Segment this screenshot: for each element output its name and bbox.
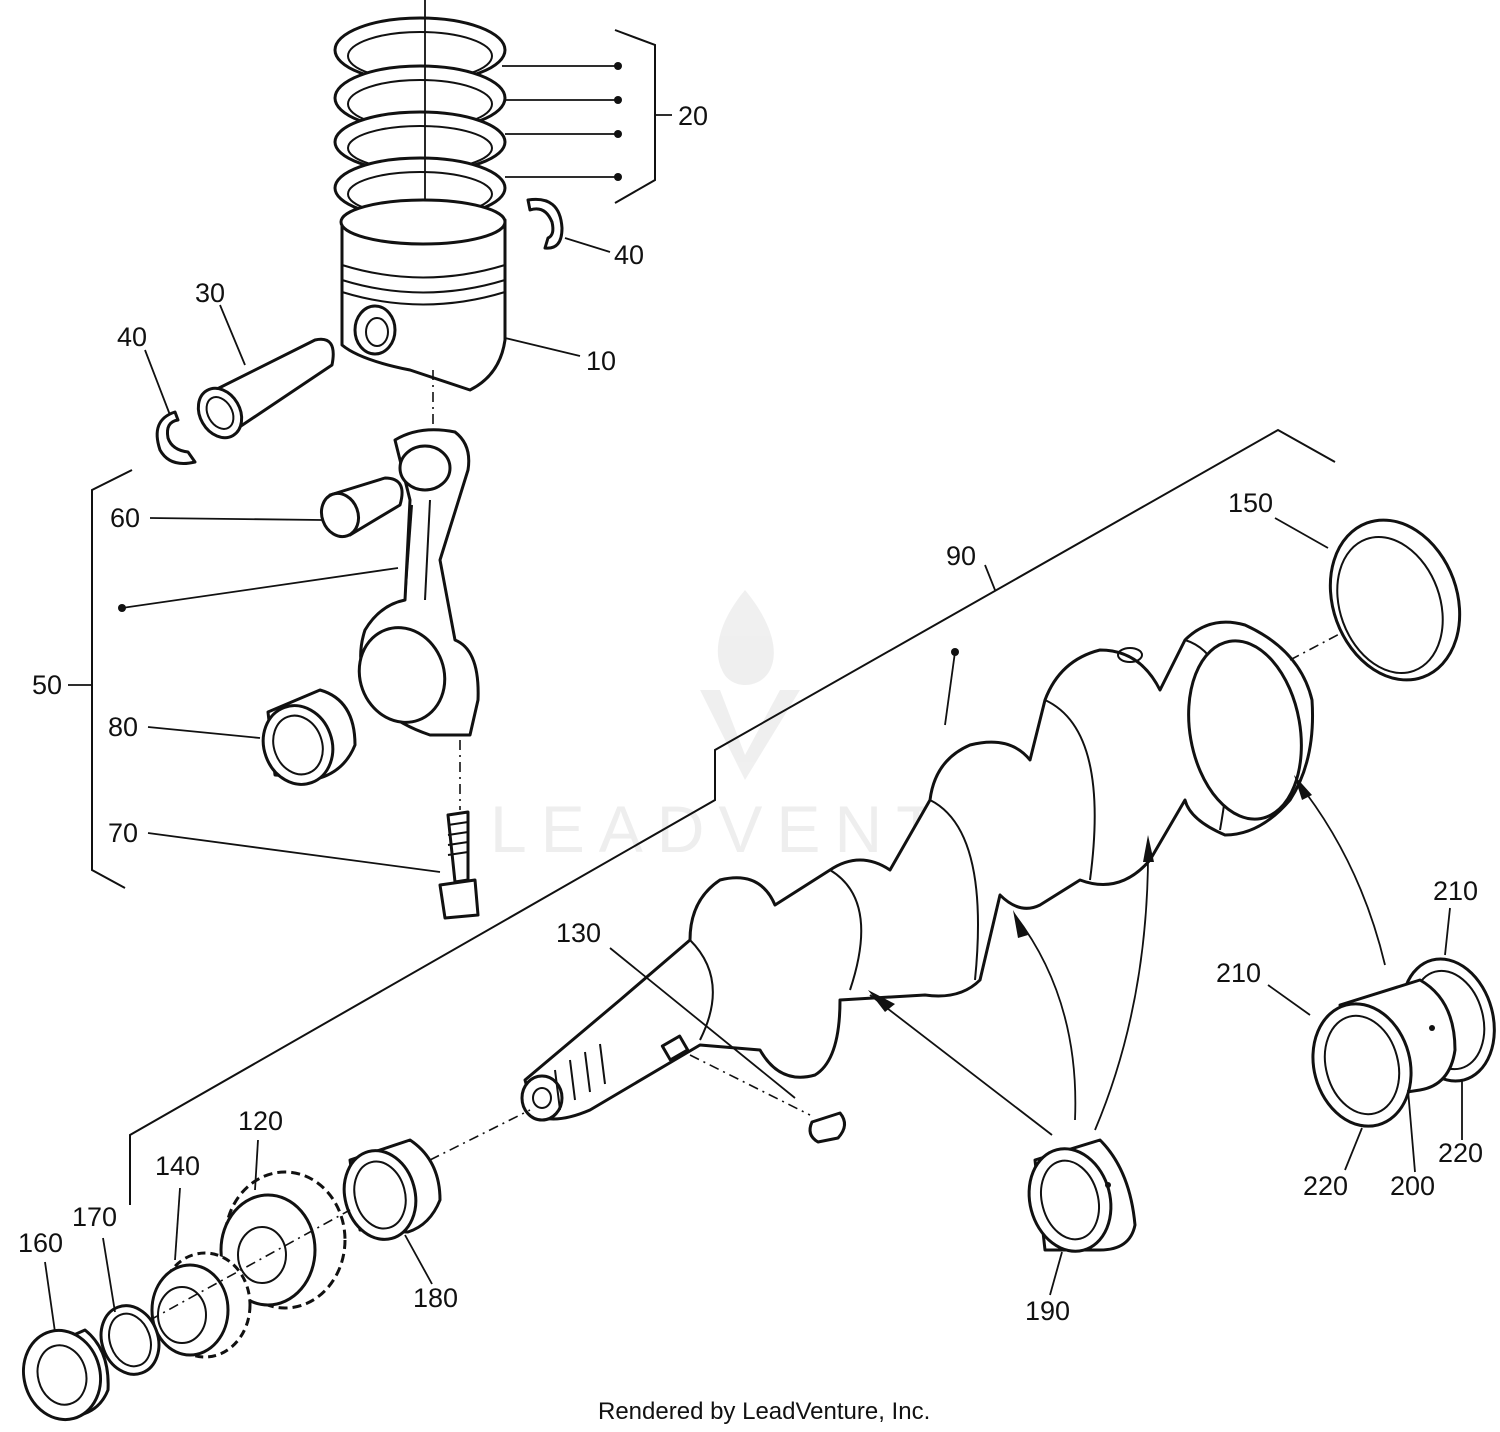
label-10: 10 xyxy=(586,346,616,376)
footer-credit: Rendered by LeadVenture, Inc. xyxy=(598,1398,930,1425)
seal-160 xyxy=(21,1328,110,1422)
circlip-right xyxy=(526,197,564,250)
rear-main-bearing xyxy=(1328,518,1462,682)
woodruff-key xyxy=(689,1054,846,1144)
label-40-right: 40 xyxy=(614,240,644,270)
label-140: 140 xyxy=(155,1151,200,1181)
leader-lines xyxy=(44,62,1463,1333)
bracket-50 xyxy=(91,469,133,889)
bracket-20 xyxy=(614,29,656,204)
label-30: 30 xyxy=(195,278,225,308)
label-180: 180 xyxy=(413,1283,458,1313)
main-bearing xyxy=(1027,1138,1137,1253)
piston xyxy=(339,198,507,430)
label-90: 90 xyxy=(946,541,976,571)
gear-axis-line xyxy=(149,1209,351,1321)
label-210-left: 210 xyxy=(1216,958,1261,988)
label-130: 130 xyxy=(556,918,601,948)
label-190: 190 xyxy=(1025,1296,1070,1326)
label-60: 60 xyxy=(110,503,140,533)
bearing-location-arrows xyxy=(868,775,1386,1136)
ring-170 xyxy=(99,1304,161,1376)
label-80: 80 xyxy=(108,712,138,742)
label-160: 160 xyxy=(18,1228,63,1258)
circlip-left xyxy=(155,410,197,465)
label-120: 120 xyxy=(238,1106,283,1136)
label-150: 150 xyxy=(1228,488,1273,518)
center-bearing-assembly xyxy=(1311,957,1496,1128)
label-170: 170 xyxy=(72,1202,117,1232)
label-220-right: 220 xyxy=(1438,1138,1483,1168)
con-rod-bolt xyxy=(438,740,480,920)
connecting-rod xyxy=(357,428,480,737)
label-220-left: 220 xyxy=(1303,1171,1348,1201)
leadventure-flame-logo-icon xyxy=(700,590,800,780)
big-end-bearing xyxy=(261,688,357,786)
front-bearing-180 xyxy=(342,1138,442,1241)
label-20: 20 xyxy=(678,101,708,131)
label-50: 50 xyxy=(32,670,62,700)
label-200: 200 xyxy=(1390,1171,1435,1201)
label-40-left: 40 xyxy=(117,322,147,352)
part-labels: 20 40 10 30 40 60 50 80 70 90 150 130 12… xyxy=(18,101,1483,1326)
label-70: 70 xyxy=(108,818,138,848)
label-210-top: 210 xyxy=(1433,876,1478,906)
bracket-90 xyxy=(129,428,1336,1205)
gear-140 xyxy=(150,1251,252,1359)
small-end-bushing xyxy=(319,476,404,539)
piston-pin xyxy=(196,337,335,440)
piston-rings xyxy=(333,0,507,220)
crankshaft xyxy=(429,609,1386,1161)
